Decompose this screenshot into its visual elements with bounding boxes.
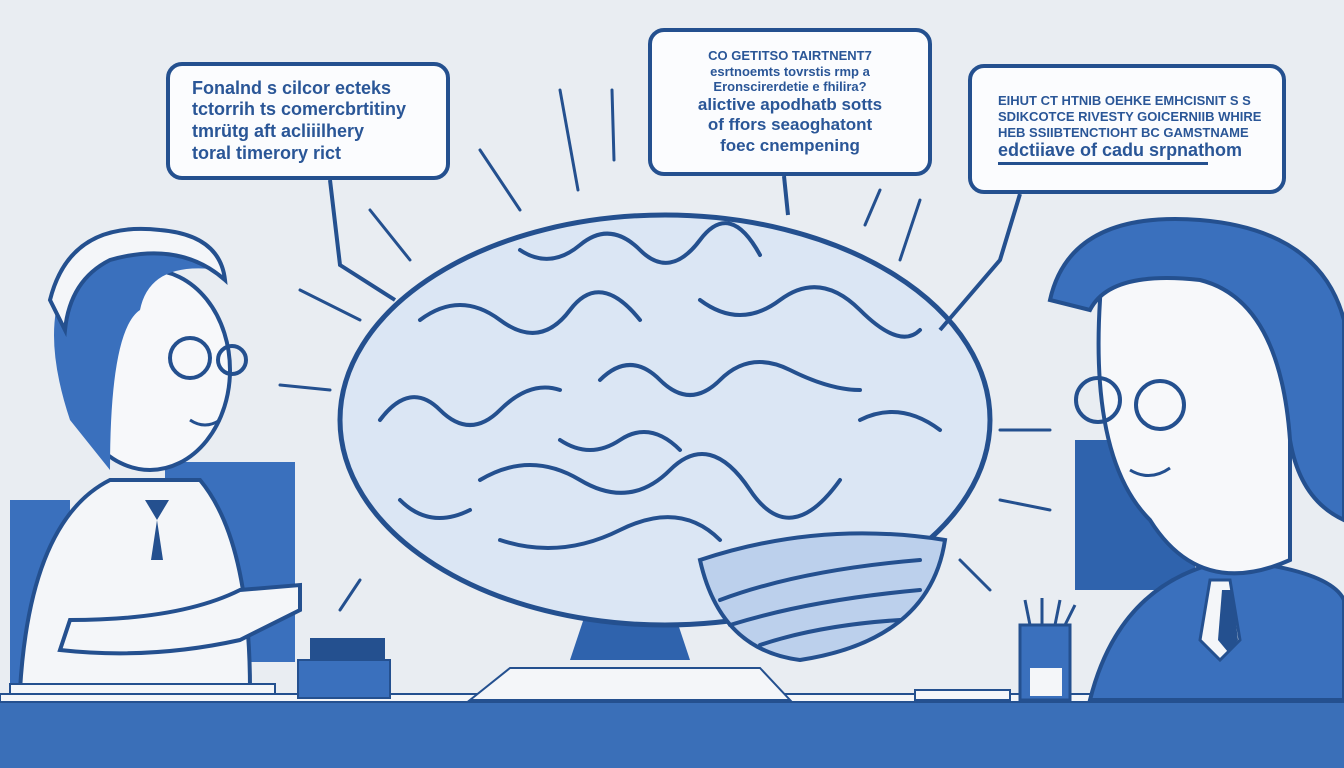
bubble-line: SDIKCOTCE RIVESTY GOICERNIIB WHIRE bbox=[998, 108, 1262, 124]
bubble-line: EIHUT CT HTNIB OEHKE EMHCISNIT S S bbox=[998, 93, 1251, 109]
speech-bubble-left: Fonalnd s cilcor ecteks tctorrih ts come… bbox=[166, 62, 450, 180]
brain bbox=[337, 212, 993, 663]
pencil-cup bbox=[1018, 598, 1077, 702]
speech-bubble-center: CO GETITSO TAIRTNENT7 esrtnoemts tovrsti… bbox=[648, 28, 932, 176]
bubble-line: tmrütg aft acliiilhery bbox=[192, 121, 365, 141]
bubble-line: edctiiave of cadu srpnathom bbox=[998, 140, 1242, 165]
bubble-line: esrtnoemts tovrstis rmp a bbox=[710, 63, 870, 79]
bubble-line: of ffors seaoghatont bbox=[707, 115, 873, 135]
bubble-line: foec cnempening bbox=[720, 135, 860, 155]
bubble-line: toral timerory rict bbox=[192, 142, 342, 163]
bubble-line: CO GETITSO TAIRTNENT7 bbox=[708, 48, 872, 64]
bubble-line: HEB SSIIBTENCTIOHT BC GAMSTNAME bbox=[998, 124, 1249, 140]
bubble-line: tctorrih ts comercbrtitiny bbox=[192, 99, 407, 120]
person-right bbox=[1047, 217, 1344, 702]
speech-bubble-right: EIHUT CT HTNIB OEHKE EMHCISNIT S S SDIKC… bbox=[968, 64, 1286, 194]
desk bbox=[0, 700, 1344, 768]
motion-lines bbox=[278, 88, 1052, 612]
glasses-icon bbox=[168, 336, 212, 380]
person-left bbox=[9, 226, 302, 695]
bubble-line: Fonalnd s cilcor ecteks bbox=[192, 77, 392, 98]
bubble-line: alictive apodhatb sotts bbox=[697, 94, 883, 114]
bubble-line: Eronscirerdetie e fhilira? bbox=[713, 79, 867, 95]
